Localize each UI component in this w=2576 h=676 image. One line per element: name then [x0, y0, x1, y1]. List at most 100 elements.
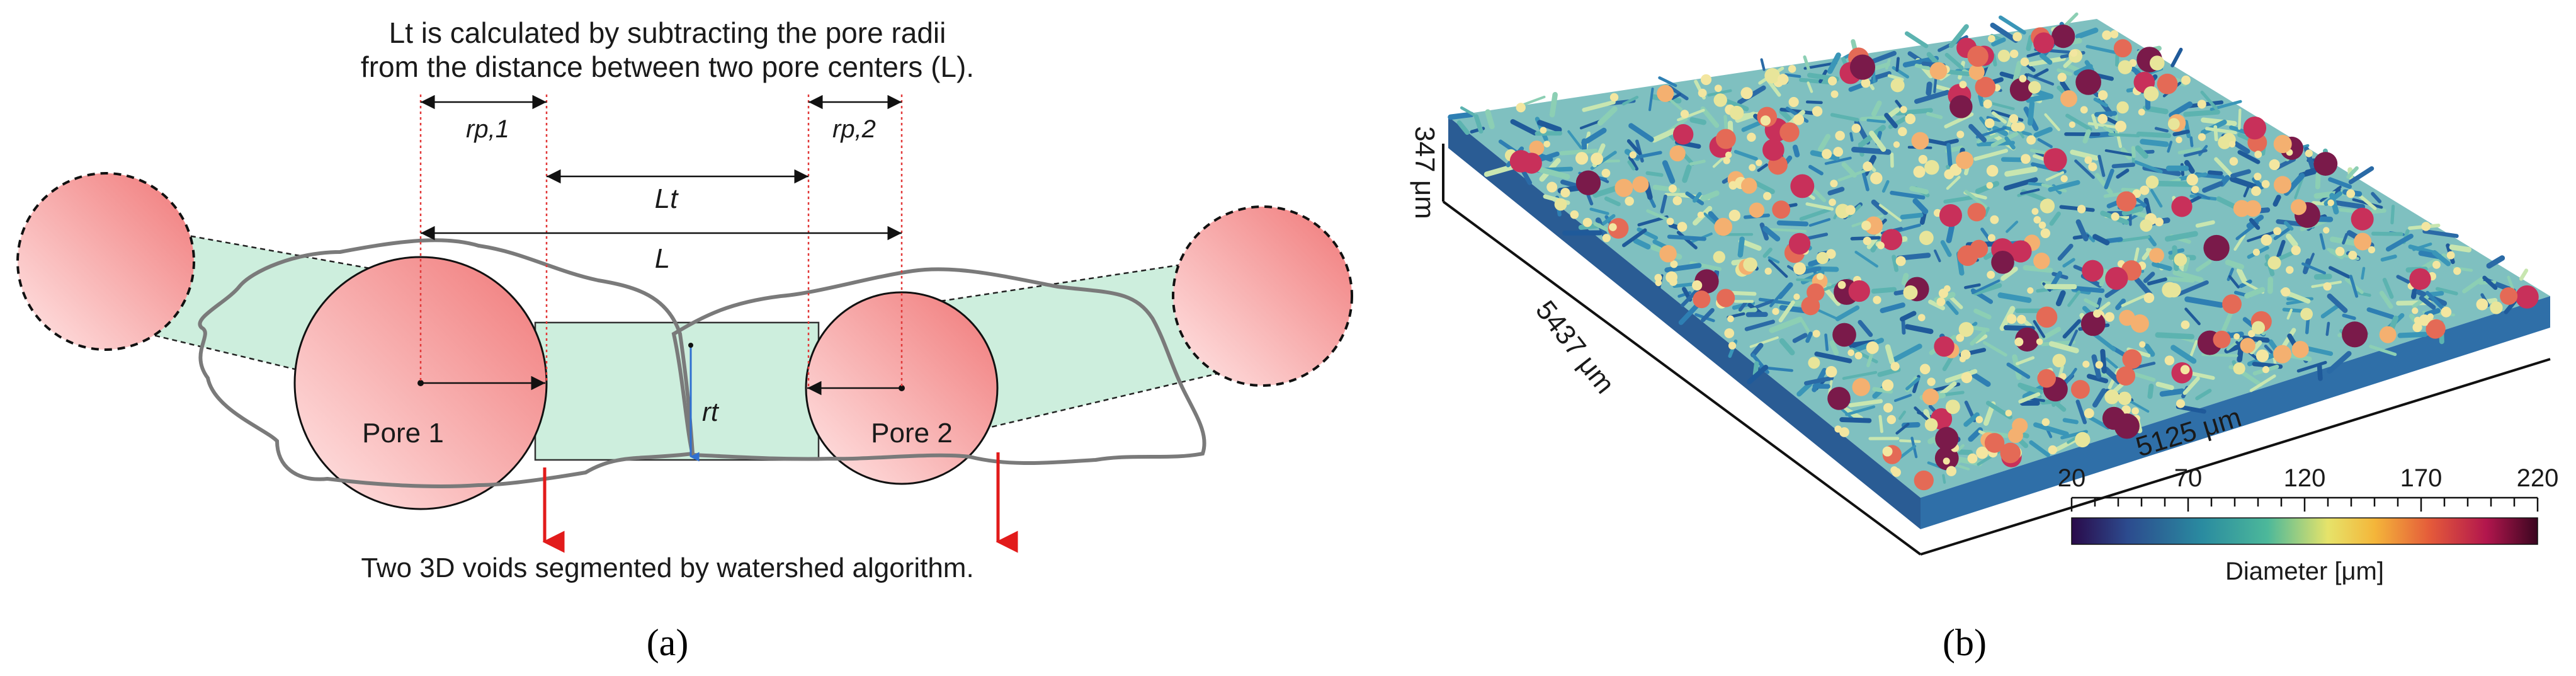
network-strand	[2037, 138, 2053, 149]
network-node	[1575, 170, 1601, 195]
rp1-label: rp,1	[466, 115, 509, 143]
network-node	[1849, 54, 1876, 80]
network-node	[1934, 336, 1955, 357]
network-strand	[2196, 260, 2212, 272]
network-strand	[2319, 233, 2326, 250]
network-node	[1936, 297, 1946, 307]
network-strand	[1586, 193, 1594, 206]
network-strand	[2183, 109, 2220, 117]
void-outline-2	[671, 267, 1206, 465]
network-node	[1837, 280, 1846, 289]
network-strand	[1848, 399, 1883, 408]
network-node	[1852, 378, 1871, 396]
network-node	[1890, 362, 1900, 371]
network-node	[1919, 231, 1934, 246]
network-strand	[1845, 405, 1876, 416]
network-node	[1861, 221, 1871, 231]
network-node	[2281, 287, 2291, 297]
network-strand	[2432, 250, 2451, 266]
network-node	[2009, 49, 2019, 59]
network-strand	[2117, 235, 2150, 243]
network-strand	[1779, 338, 1795, 356]
network-strand	[1758, 297, 1795, 306]
network-node	[1788, 96, 1799, 108]
network-node	[1848, 280, 1870, 302]
network-strand	[2143, 197, 2152, 218]
network-strand	[2348, 166, 2375, 185]
network-node	[2113, 39, 2132, 58]
network-strand	[1904, 31, 1929, 49]
network-strand	[2057, 243, 2074, 261]
network-strand	[2301, 262, 2327, 275]
network-node	[1728, 209, 1740, 222]
network-strand	[2082, 129, 2091, 144]
network-node	[1847, 349, 1854, 357]
network-strand	[2184, 120, 2191, 139]
network-node	[1851, 123, 1861, 133]
network-strand	[1990, 132, 2019, 148]
network-node	[1873, 295, 1881, 304]
network-strand	[1778, 282, 1793, 299]
network-strand	[1727, 290, 1757, 296]
network-node	[2269, 159, 2280, 171]
network-node	[1914, 470, 1934, 491]
network-node	[1975, 76, 1996, 98]
network-node	[2157, 73, 2178, 95]
network-node	[1970, 239, 1989, 258]
network-node	[2102, 406, 2126, 430]
network-node	[1601, 168, 1611, 178]
network-node	[1822, 149, 1832, 159]
network-strand	[1895, 422, 1910, 435]
network-strand	[2159, 388, 2185, 397]
network-node	[1967, 453, 1978, 464]
network-node	[1609, 93, 1619, 102]
network-node	[1968, 64, 1985, 80]
network-node	[2145, 175, 2159, 189]
network-strand	[1456, 120, 1470, 135]
network-node	[2267, 256, 2281, 270]
network-node	[2102, 30, 2112, 40]
network-strand	[1737, 236, 1745, 258]
network-strand	[1799, 77, 1836, 85]
network-strand	[2147, 277, 2167, 286]
network-node	[2009, 240, 2032, 263]
network-node	[2412, 323, 2422, 333]
network-node	[1938, 289, 1948, 299]
network-node	[1817, 273, 1824, 280]
height-axis-label: 347 μm	[1409, 126, 1440, 219]
colorbar-title: Diameter [μm]	[2225, 558, 2384, 585]
network-strand	[1776, 220, 1809, 227]
network-strand	[2088, 415, 2110, 430]
network-node	[1833, 147, 1844, 157]
network-node	[1883, 403, 1893, 413]
network-node	[1516, 103, 1526, 113]
network-strand	[1658, 76, 1677, 88]
network-strand	[2059, 205, 2095, 212]
network-strand	[2184, 296, 2224, 308]
network-strand	[2176, 280, 2209, 297]
network-strand	[2104, 237, 2123, 244]
network-node	[2323, 227, 2330, 234]
network-node	[1692, 280, 1703, 291]
network-node	[2233, 333, 2240, 340]
network-node	[1669, 145, 1686, 162]
network-strand	[1878, 203, 1902, 222]
network-strand	[1878, 415, 1883, 433]
network-node	[2476, 298, 2488, 311]
network-node	[2057, 72, 2067, 82]
network-strand	[2015, 356, 2035, 365]
network-strand	[2033, 68, 2049, 78]
network-strand	[2201, 117, 2237, 127]
network-strand	[2200, 90, 2218, 110]
network-node	[1959, 81, 1967, 89]
network-strand	[2329, 266, 2351, 279]
panel-a: Lt is calculated by subtracting the pore…	[16, 16, 1353, 663]
network-strand	[2507, 275, 2515, 291]
network-strand	[2305, 318, 2310, 335]
network-strand	[1784, 73, 1801, 78]
network-node	[1826, 249, 1836, 259]
network-strand	[2065, 367, 2077, 384]
network-strand	[2236, 268, 2248, 285]
network-strand	[2272, 195, 2281, 207]
